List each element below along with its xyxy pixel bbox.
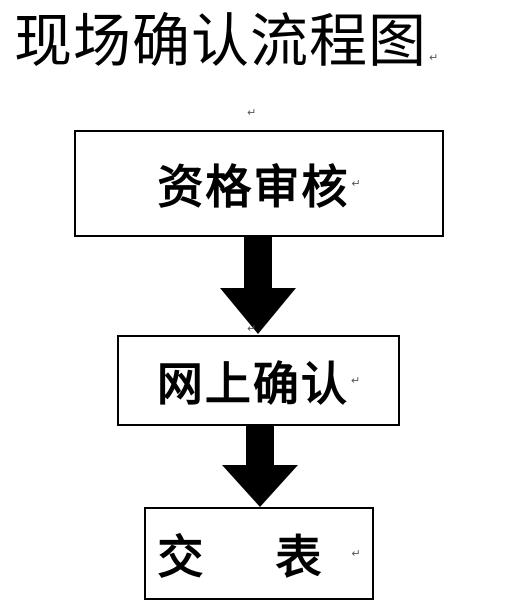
diagram-title-text: 现场确认流程图 (14, 7, 428, 75)
diagram-title: 现场确认流程图↵ (14, 6, 439, 93)
flow-step-label: 网上确认 (156, 356, 349, 411)
paragraph-mark-icon: ↵ (351, 547, 361, 560)
flow-step-label: 交 表 (157, 529, 350, 584)
paragraph-mark-icon: ↵ (350, 374, 361, 387)
flow-step-qualification-review: 资格审核↵ (74, 130, 444, 237)
paragraph-mark-icon: ↵ (247, 106, 257, 119)
paragraph-mark-icon: ↵ (429, 51, 440, 64)
paragraph-mark-icon: ↵ (351, 177, 361, 190)
flow-step-online-confirmation: 网上确认↵ (117, 335, 400, 426)
paragraph-mark-icon: ↵ (247, 322, 257, 335)
down-arrow-icon (222, 425, 298, 507)
down-arrow-icon (220, 236, 296, 334)
flow-step-submit-form: 交 表↵ (144, 507, 374, 600)
flow-step-label: 资格审核 (157, 159, 350, 214)
